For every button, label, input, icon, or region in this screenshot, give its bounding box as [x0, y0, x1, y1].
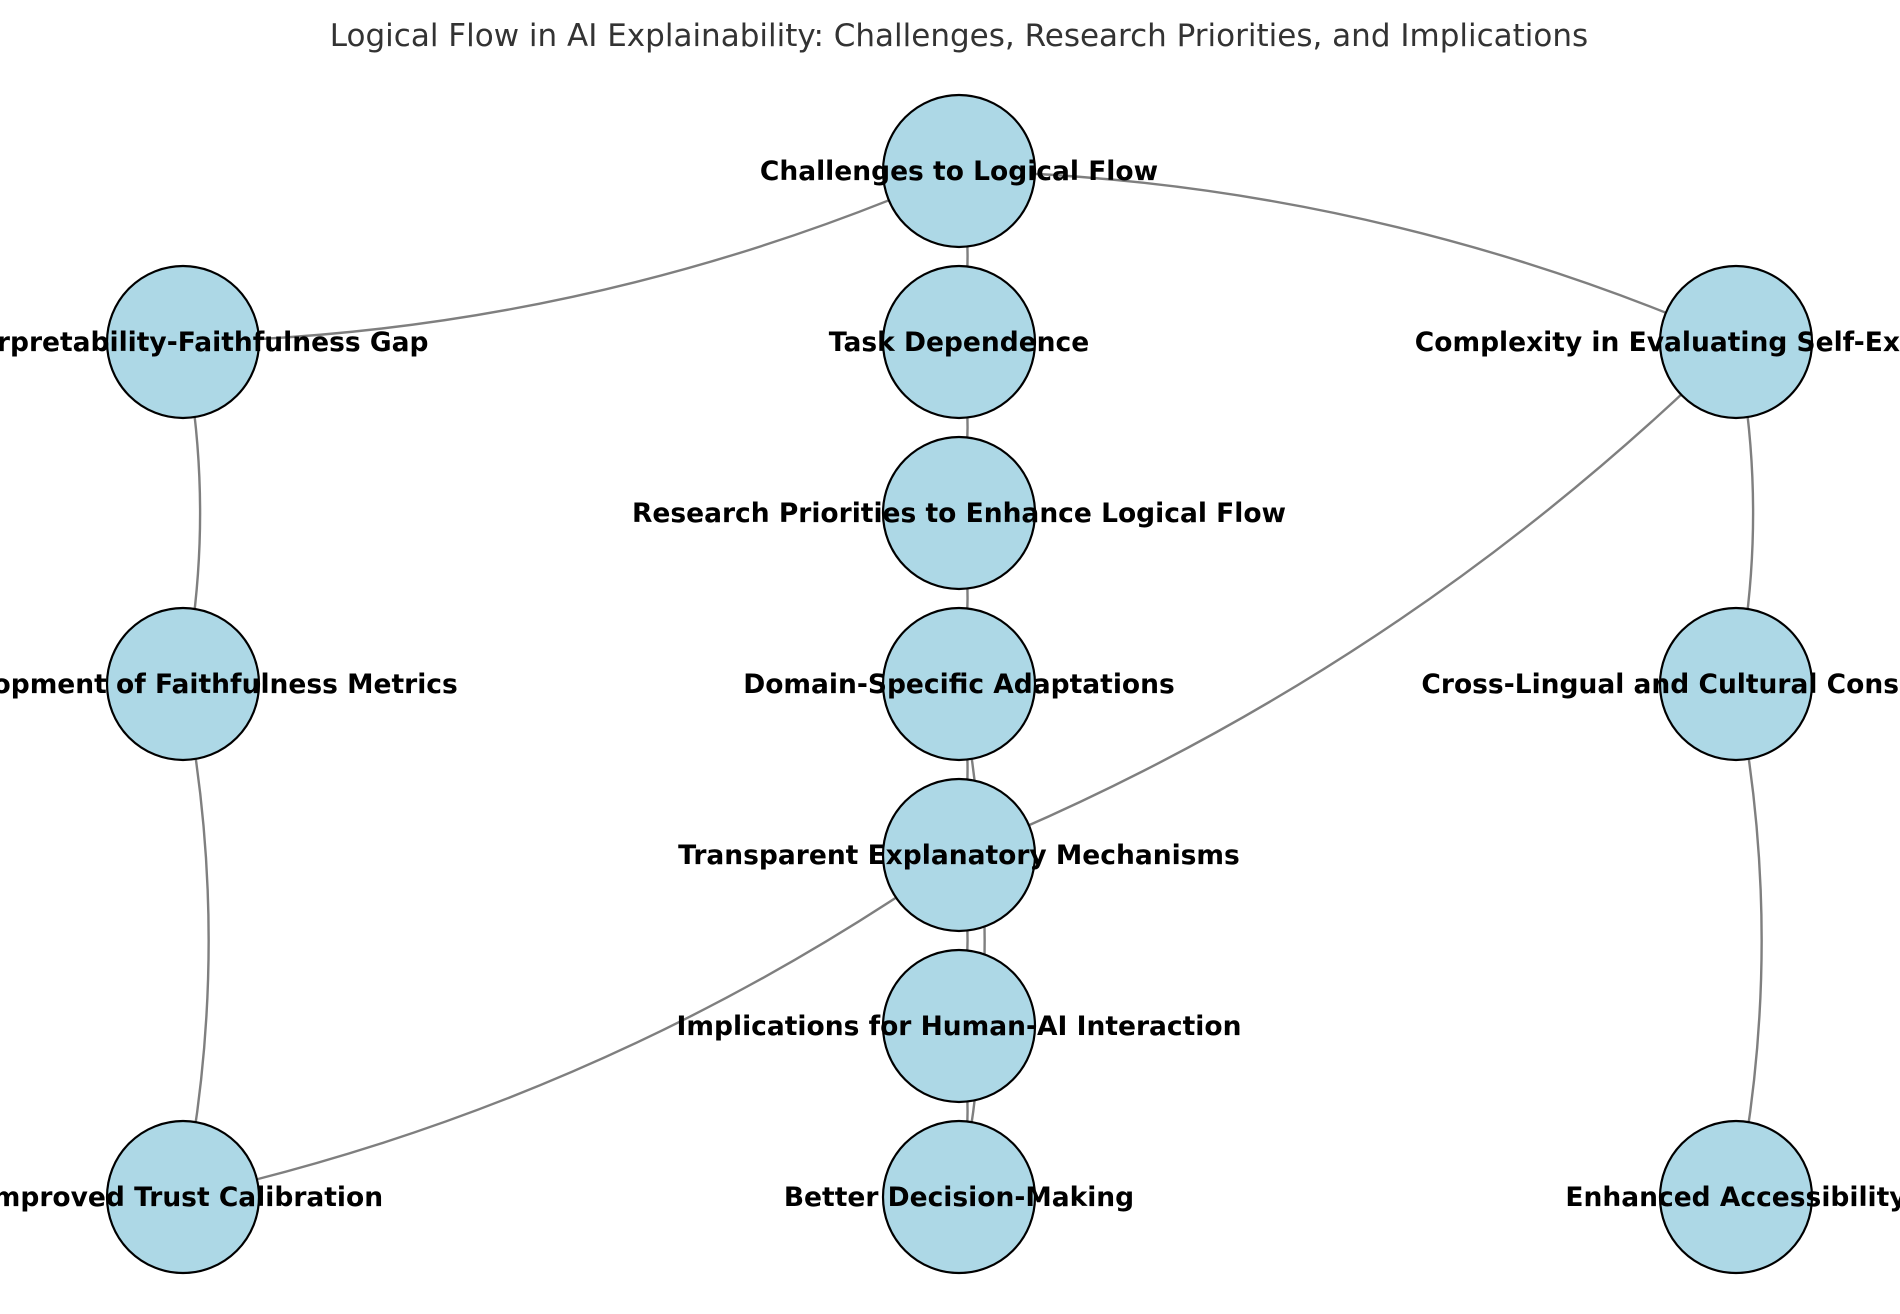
node-research-priorities: Research Priorities to Enhance Logical F…: [632, 435, 1286, 591]
node-circle: [881, 435, 1037, 591]
edge-challenges-to-gap: [182, 169, 960, 344]
node-domain-specific: Domain-Specific Adaptations: [743, 606, 1175, 762]
node-label: Domain-Specific Adaptations: [743, 669, 1175, 700]
node-circle: [881, 93, 1037, 249]
node-circle: [105, 1119, 261, 1275]
node-circle: [1658, 606, 1814, 762]
node-label: Transparent Explanatory Mechanisms: [678, 840, 1240, 871]
node-better-decision: Better Decision-Making: [784, 1119, 1134, 1275]
edge-challenges-to-complexity: [958, 169, 1737, 344]
node-gap: Interpretability-Faithfulness Gap: [0, 264, 428, 420]
node-label: Research Priorities to Enhance Logical F…: [632, 498, 1286, 529]
diagram-title: Logical Flow in AI Explainability: Chall…: [330, 18, 1588, 54]
node-circle: [881, 948, 1037, 1104]
node-circle: [1658, 1119, 1814, 1275]
node-transparent: Transparent Explanatory Mechanisms: [678, 777, 1240, 933]
node-circle: [881, 264, 1037, 420]
node-task-dependence: Task Dependence: [829, 264, 1089, 420]
node-circle: [105, 606, 261, 762]
node-label: Challenges to Logical Flow: [760, 156, 1158, 187]
node-faithfulness-metrics: Development of Faithfulness Metrics: [0, 606, 458, 762]
edge-complexity-to-transparent: [958, 341, 1737, 857]
node-label: Interpretability-Faithfulness Gap: [0, 327, 428, 358]
node-label: Enhanced Accessibility: [1565, 1182, 1900, 1213]
node-cross-lingual: Cross-Lingual and Cultural Consideration…: [1421, 606, 1900, 762]
edge-transparent-to-trust: [182, 854, 960, 1199]
node-label: Implications for Human-AI Interaction: [677, 1011, 1242, 1042]
node-challenges: Challenges to Logical Flow: [760, 93, 1158, 249]
node-label: Development of Faithfulness Metrics: [0, 669, 458, 700]
node-implications: Implications for Human-AI Interaction: [677, 948, 1242, 1104]
node-circle: [881, 1119, 1037, 1275]
node-complexity: Complexity in Evaluating Self-Explanatio…: [1415, 264, 1900, 420]
node-circle: [881, 777, 1037, 933]
node-accessibility: Enhanced Accessibility: [1565, 1119, 1900, 1275]
node-label: Cross-Lingual and Cultural Consideration…: [1421, 669, 1900, 700]
node-circle: [105, 264, 261, 420]
node-trust: Improved Trust Calibration: [0, 1119, 383, 1275]
node-circle: [881, 606, 1037, 762]
node-label: Complexity in Evaluating Self-Explanatio…: [1415, 327, 1900, 358]
node-label: Improved Trust Calibration: [0, 1182, 383, 1213]
node-label: Better Decision-Making: [784, 1182, 1134, 1213]
node-label: Task Dependence: [829, 327, 1089, 358]
node-circle: [1658, 264, 1814, 420]
